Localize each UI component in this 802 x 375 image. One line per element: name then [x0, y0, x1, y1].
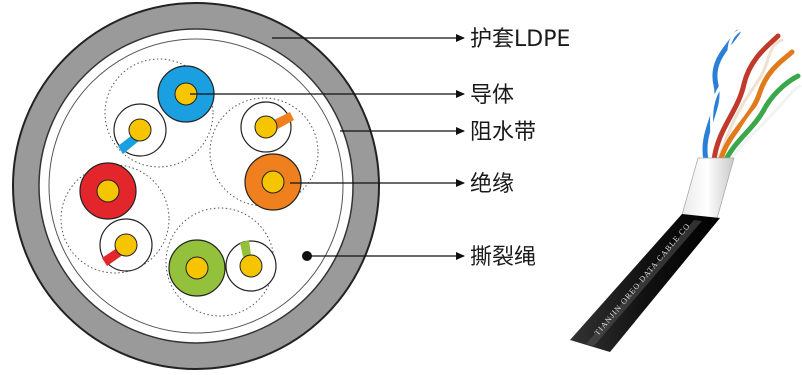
- sheath-highlight: [586, 220, 702, 346]
- pair-bundle-blue: [104, 58, 214, 168]
- pair-blue: [113, 65, 215, 157]
- cross-section: [12, 2, 380, 370]
- label-conductor: 导体: [470, 83, 514, 108]
- label-insulation: 绝缘: [470, 172, 514, 197]
- pair-red: [79, 162, 153, 272]
- conductor: [128, 118, 152, 142]
- ripcord-dot: [302, 251, 312, 261]
- cable-print-text: TIANJIN OREO DATA CABLE CO: [593, 221, 692, 337]
- conductor: [114, 233, 138, 257]
- conductor: [261, 170, 285, 194]
- foil-shield: [679, 157, 735, 223]
- twisted-pairs: [702, 28, 802, 168]
- conductor: [239, 254, 263, 278]
- conductor: [185, 256, 209, 280]
- cable-illustration: TIANJIN OREO DATA CABLE CO: [570, 28, 802, 352]
- pair-bundle-red: [60, 164, 170, 274]
- label-jacket: 护套LDPE: [470, 27, 570, 52]
- leader-lines: [190, 34, 465, 260]
- conductor: [254, 115, 278, 139]
- label-ripcord: 撕裂绳: [470, 245, 536, 270]
- stripe-orange: [272, 112, 294, 130]
- conductor: [96, 179, 120, 203]
- stripe-green: [240, 240, 251, 257]
- pair-orange: [240, 101, 302, 211]
- label-water-blocking-tape: 阻水带: [470, 120, 536, 145]
- pair-green: [168, 239, 277, 297]
- labels: 护套LDPE 导体 阻水带 绝缘 撕裂绳: [470, 27, 570, 270]
